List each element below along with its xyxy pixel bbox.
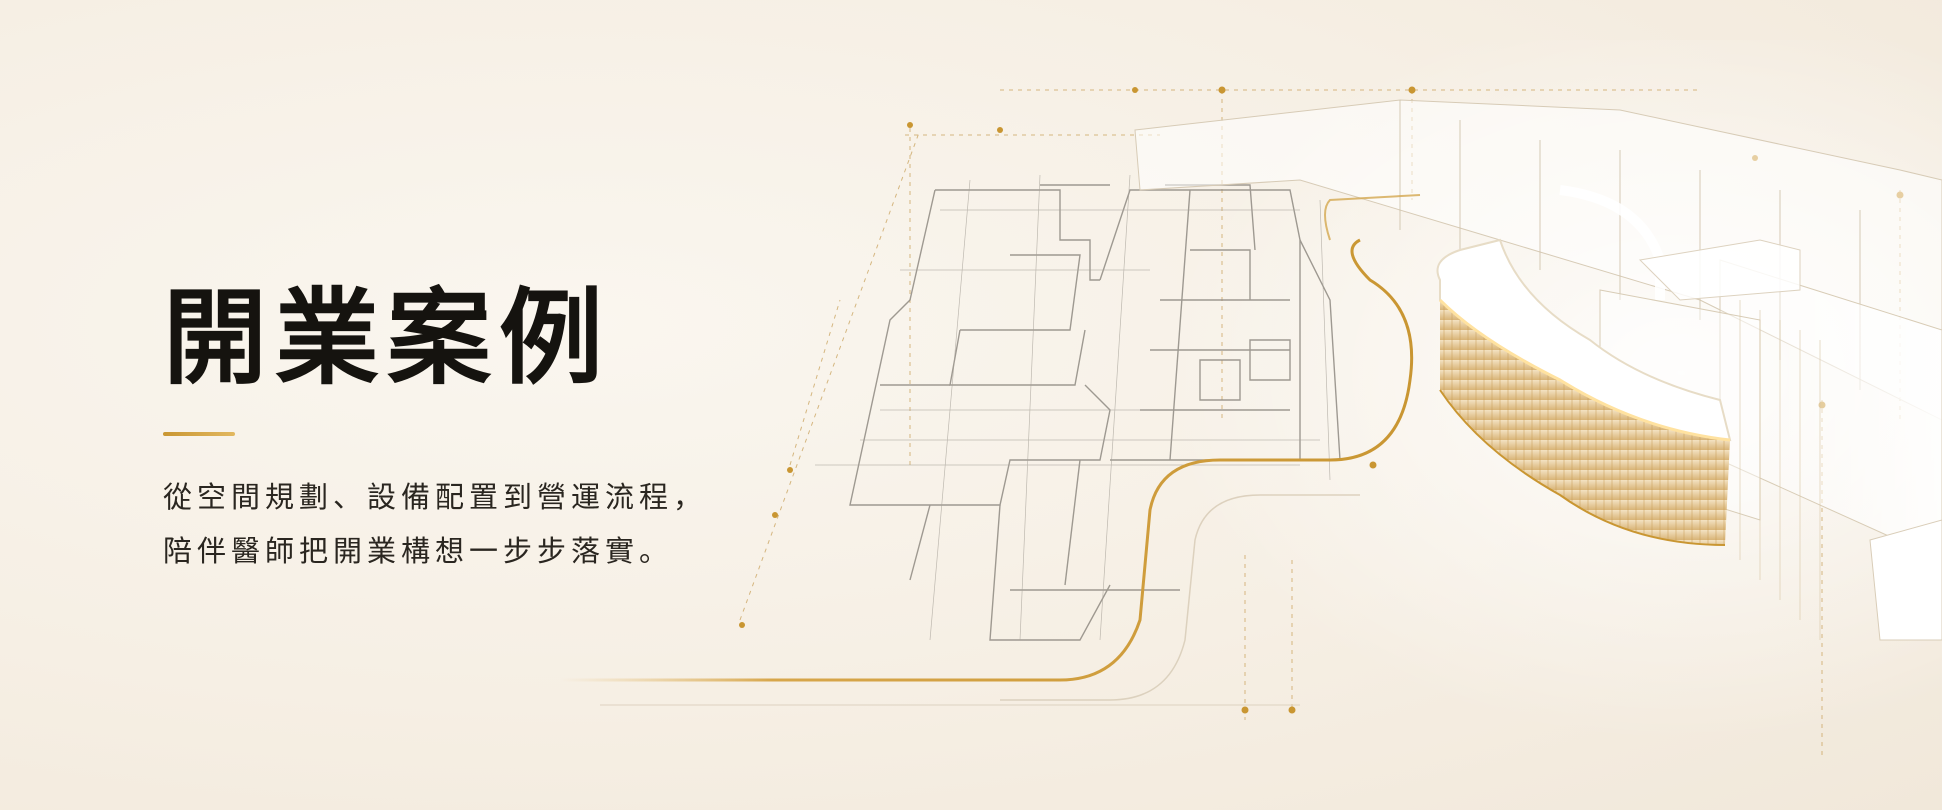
gold-flow-line-secondary <box>1324 194 1421 241</box>
page-title: 開業案例 <box>163 277 612 399</box>
gold-flow-line <box>560 238 1414 682</box>
hero-text-block: 開業案例 從空間規劃、設備配置到營運流程， 陪伴醫師把開業構想一步步落實。 <box>163 282 783 578</box>
description-line: 從空間規劃、設備配置到營運流程， <box>163 480 708 514</box>
title-divider <box>163 432 235 436</box>
floor-plan-thin-lines <box>815 174 1331 641</box>
pale-flow-line <box>1000 494 1360 701</box>
description-line: 陪伴醫師把開業構想一步步落實。 <box>163 534 674 568</box>
reception-counter <box>1436 238 1732 546</box>
hero-description: 從空間規劃、設備配置到營運流程， 陪伴醫師把開業構想一步步落實。 <box>163 470 783 578</box>
